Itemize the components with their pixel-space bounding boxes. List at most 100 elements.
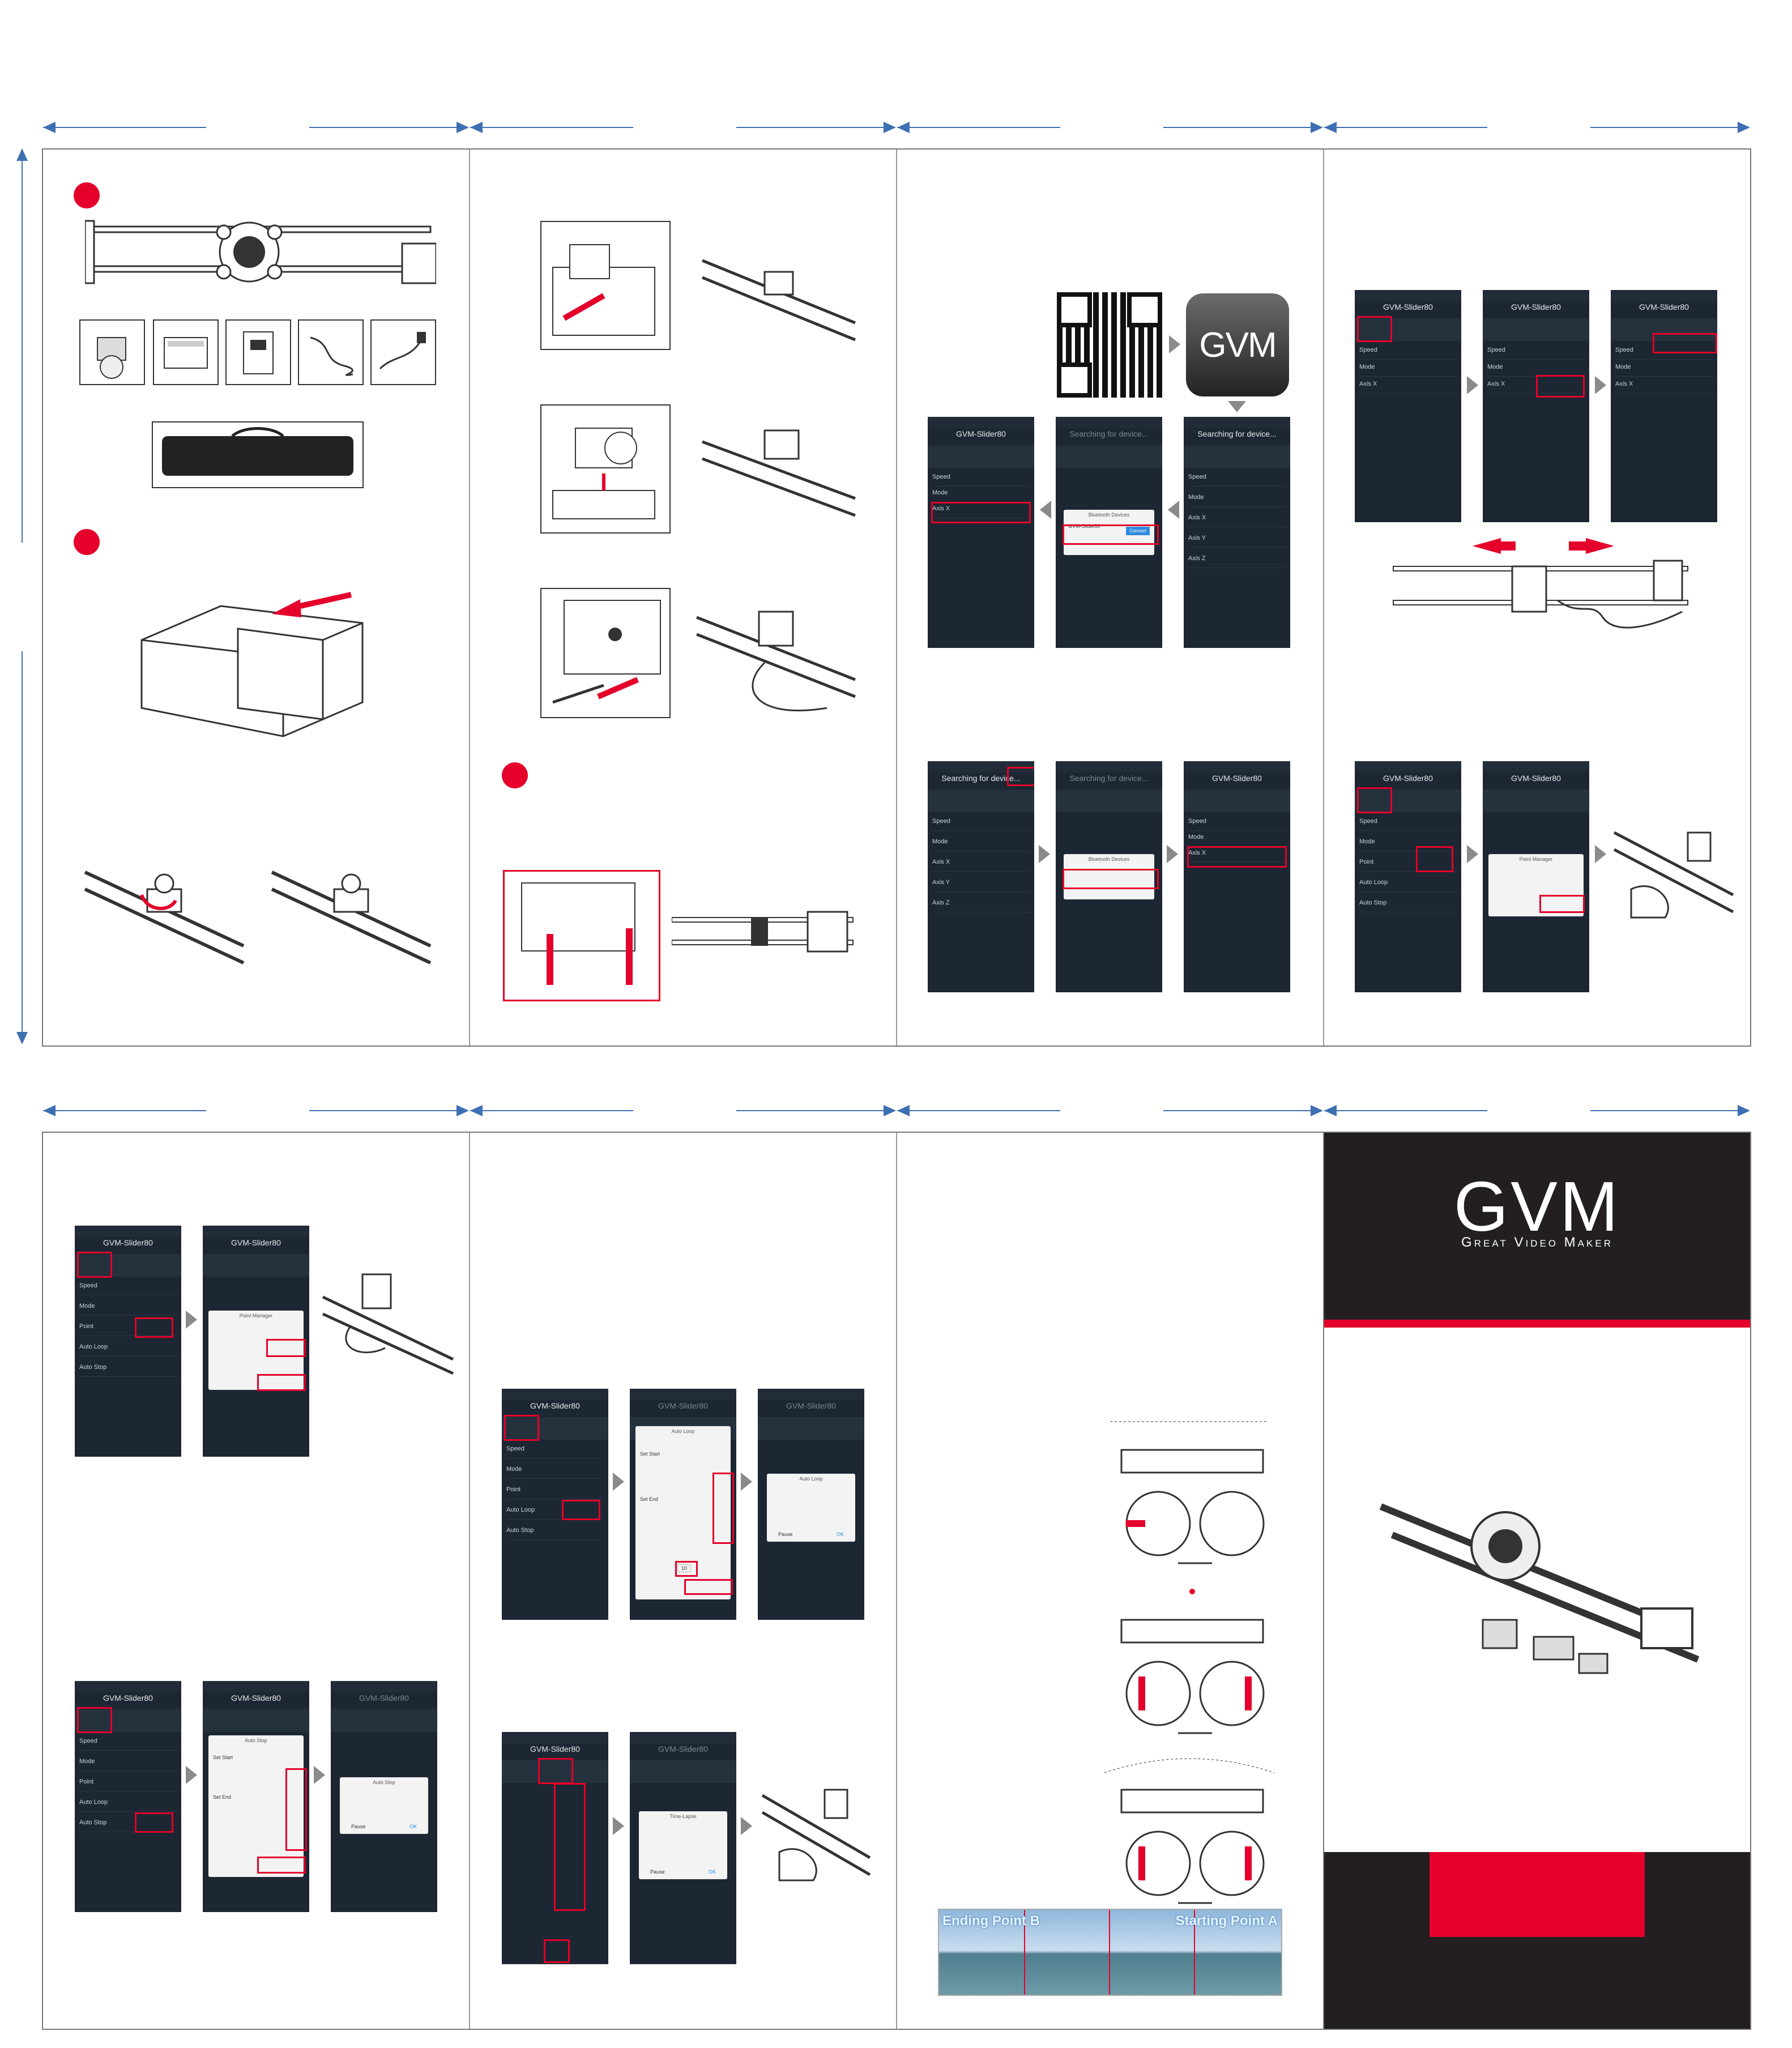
ending-point-label: Ending Point B [942, 1913, 1040, 1928]
movement-mode-diagram [1104, 1421, 1275, 1904]
install-camera-illustration [540, 404, 671, 534]
down-arrow-icon [1228, 401, 1246, 412]
row-axis-z: Axis Z [932, 899, 1030, 912]
highlight-box [1416, 846, 1453, 872]
row-mode: Mode [932, 838, 1030, 851]
highlight-box [712, 1473, 734, 1544]
row-speed: Speed [1359, 347, 1457, 360]
battery-charger-illustration [140, 592, 364, 737]
row-point: Point [1359, 859, 1457, 872]
app-screen: GVM-Slider80 Speed Mode Point Auto Loop … [75, 1226, 181, 1457]
qr-code-icon [1057, 292, 1162, 398]
right-arrow-icon [1167, 845, 1178, 863]
slider-camera-illustration [672, 911, 854, 953]
ok-button[interactable]: OK [409, 1824, 417, 1829]
row-mode: Mode [79, 1758, 177, 1771]
device-title: GVM-Slider80 [231, 1693, 281, 1703]
row-speed: Speed [1188, 818, 1286, 831]
app-icon-label: GVM [1199, 325, 1277, 365]
set-start-label: Set Start [640, 1451, 660, 1457]
right-arrow-icon [613, 1817, 624, 1835]
row-mode: Mode [1188, 494, 1286, 507]
highlight-box [1357, 316, 1392, 342]
right-arrow-icon [741, 1817, 752, 1835]
device-title: GVM-Slider80 [1212, 774, 1262, 783]
device-title: GVM-Slider80 [956, 429, 1006, 438]
highlight-box [1539, 895, 1585, 913]
right-arrow-icon [613, 1473, 624, 1491]
app-screen: GVM-Slider80 Speed Mode Axis X [1483, 290, 1589, 522]
connect-cable-illustration [540, 588, 671, 718]
set-end-label: Set End [640, 1496, 659, 1502]
app-screen: GVM-Slider80 [502, 1732, 608, 1964]
slider-hand-illustration [761, 1789, 871, 1881]
ok-button[interactable]: OK [836, 1531, 844, 1537]
row-auto-loop: Auto Loop [1359, 879, 1457, 892]
row-auto-stop: Auto Stop [1359, 899, 1457, 912]
highlight-box [1653, 333, 1717, 353]
app-screen: GVM-Slider80 Speed Mode Point Auto Loop … [75, 1681, 181, 1912]
loops-input[interactable]: 10 [677, 1564, 692, 1572]
row-speed: Speed [1359, 818, 1457, 831]
bluetooth-dialog: Bluetooth Devices [1064, 854, 1154, 899]
dialog-title: Auto Stop [245, 1738, 267, 1743]
point-manager-dialog: Point Manager [1488, 854, 1584, 916]
cover-panel: GVM Great Video Maker [1323, 1132, 1751, 2030]
highlight-box [1063, 524, 1159, 545]
app-screen: GVM-Slider80 Auto Loop Pause OK [758, 1389, 864, 1620]
starting-point-label: Starting Point A [1175, 1913, 1278, 1928]
pause-button[interactable]: Pause [778, 1531, 793, 1537]
power-on-illustration [503, 870, 660, 1001]
connect-button[interactable]: Connect [1126, 527, 1150, 535]
set-end-label: Set End [213, 1794, 232, 1800]
point-manager-dialog: Point Manager [208, 1311, 304, 1390]
pause-button[interactable]: Pause [650, 1869, 665, 1875]
app-screen: GVM-Slider80 Speed Mode Axis X [1355, 290, 1461, 522]
highlight-box [675, 1561, 698, 1577]
device-title: GVM-Slider80 [1511, 774, 1561, 783]
row-mode: Mode [79, 1303, 177, 1316]
row-point: Point [79, 1323, 177, 1336]
step-dot-icon [74, 182, 100, 208]
bluetooth-dialog: Bluetooth Devices GVM-Slider80 Connect [1064, 510, 1154, 555]
row-axis-y: Axis Y [932, 879, 1030, 892]
right-arrow-icon [186, 1311, 197, 1329]
device-title: GVM-Slider80 [786, 1401, 836, 1410]
ok-button[interactable]: OK [708, 1869, 716, 1875]
row-speed: Speed [506, 1445, 604, 1458]
red-block [1430, 1852, 1645, 1937]
dialog-title: Auto Stop [373, 1780, 395, 1785]
set-start-label: Set Start [213, 1755, 233, 1760]
dialog-title: Point Manager [239, 1313, 273, 1319]
pause-button[interactable]: Pause [351, 1824, 366, 1829]
right-arrow-icon [314, 1766, 325, 1784]
tab-bar[interactable] [928, 445, 1034, 468]
app-screen: GVM-Slider80 Point Manager [203, 1226, 309, 1457]
device-title: GVM-Slider80 [530, 1744, 580, 1753]
highlight-box [1063, 869, 1159, 889]
gvm-app-icon[interactable]: GVM [1186, 293, 1289, 396]
row-mode: Mode [1188, 834, 1286, 847]
dialog-device[interactable]: GVM-Slider80 [1068, 523, 1100, 529]
dialog-title: Auto Loop [671, 1428, 695, 1434]
row-point: Point [79, 1778, 177, 1791]
gvm-logo: GVM [1453, 1168, 1621, 1246]
right-arrow-icon [1467, 845, 1478, 863]
right-arrow-icon [741, 1473, 752, 1491]
highlight-box [684, 1579, 733, 1595]
row-speed: Speed [1487, 347, 1585, 360]
row-speed: Speed [932, 818, 1030, 831]
device-title: GVM-Slider80 [231, 1238, 281, 1247]
slider-direction-illustration [1393, 538, 1688, 629]
highlight-box [1536, 375, 1585, 398]
slider-camera-illustration [702, 429, 856, 517]
time-lapse-dialog: Time-Lapse Pause OK [639, 1811, 727, 1879]
product-illustration [1379, 1503, 1700, 1674]
highlight-box [504, 1415, 539, 1441]
row-mode: Mode [1359, 838, 1457, 851]
highlight-box [135, 1812, 173, 1833]
row-axis-x: Axis X [932, 505, 1030, 518]
row-axis-y: Axis Y [1188, 535, 1286, 548]
cover-header: GVM Great Video Maker [1324, 1133, 1750, 1320]
row-axis-x: Axis X [1359, 381, 1457, 394]
